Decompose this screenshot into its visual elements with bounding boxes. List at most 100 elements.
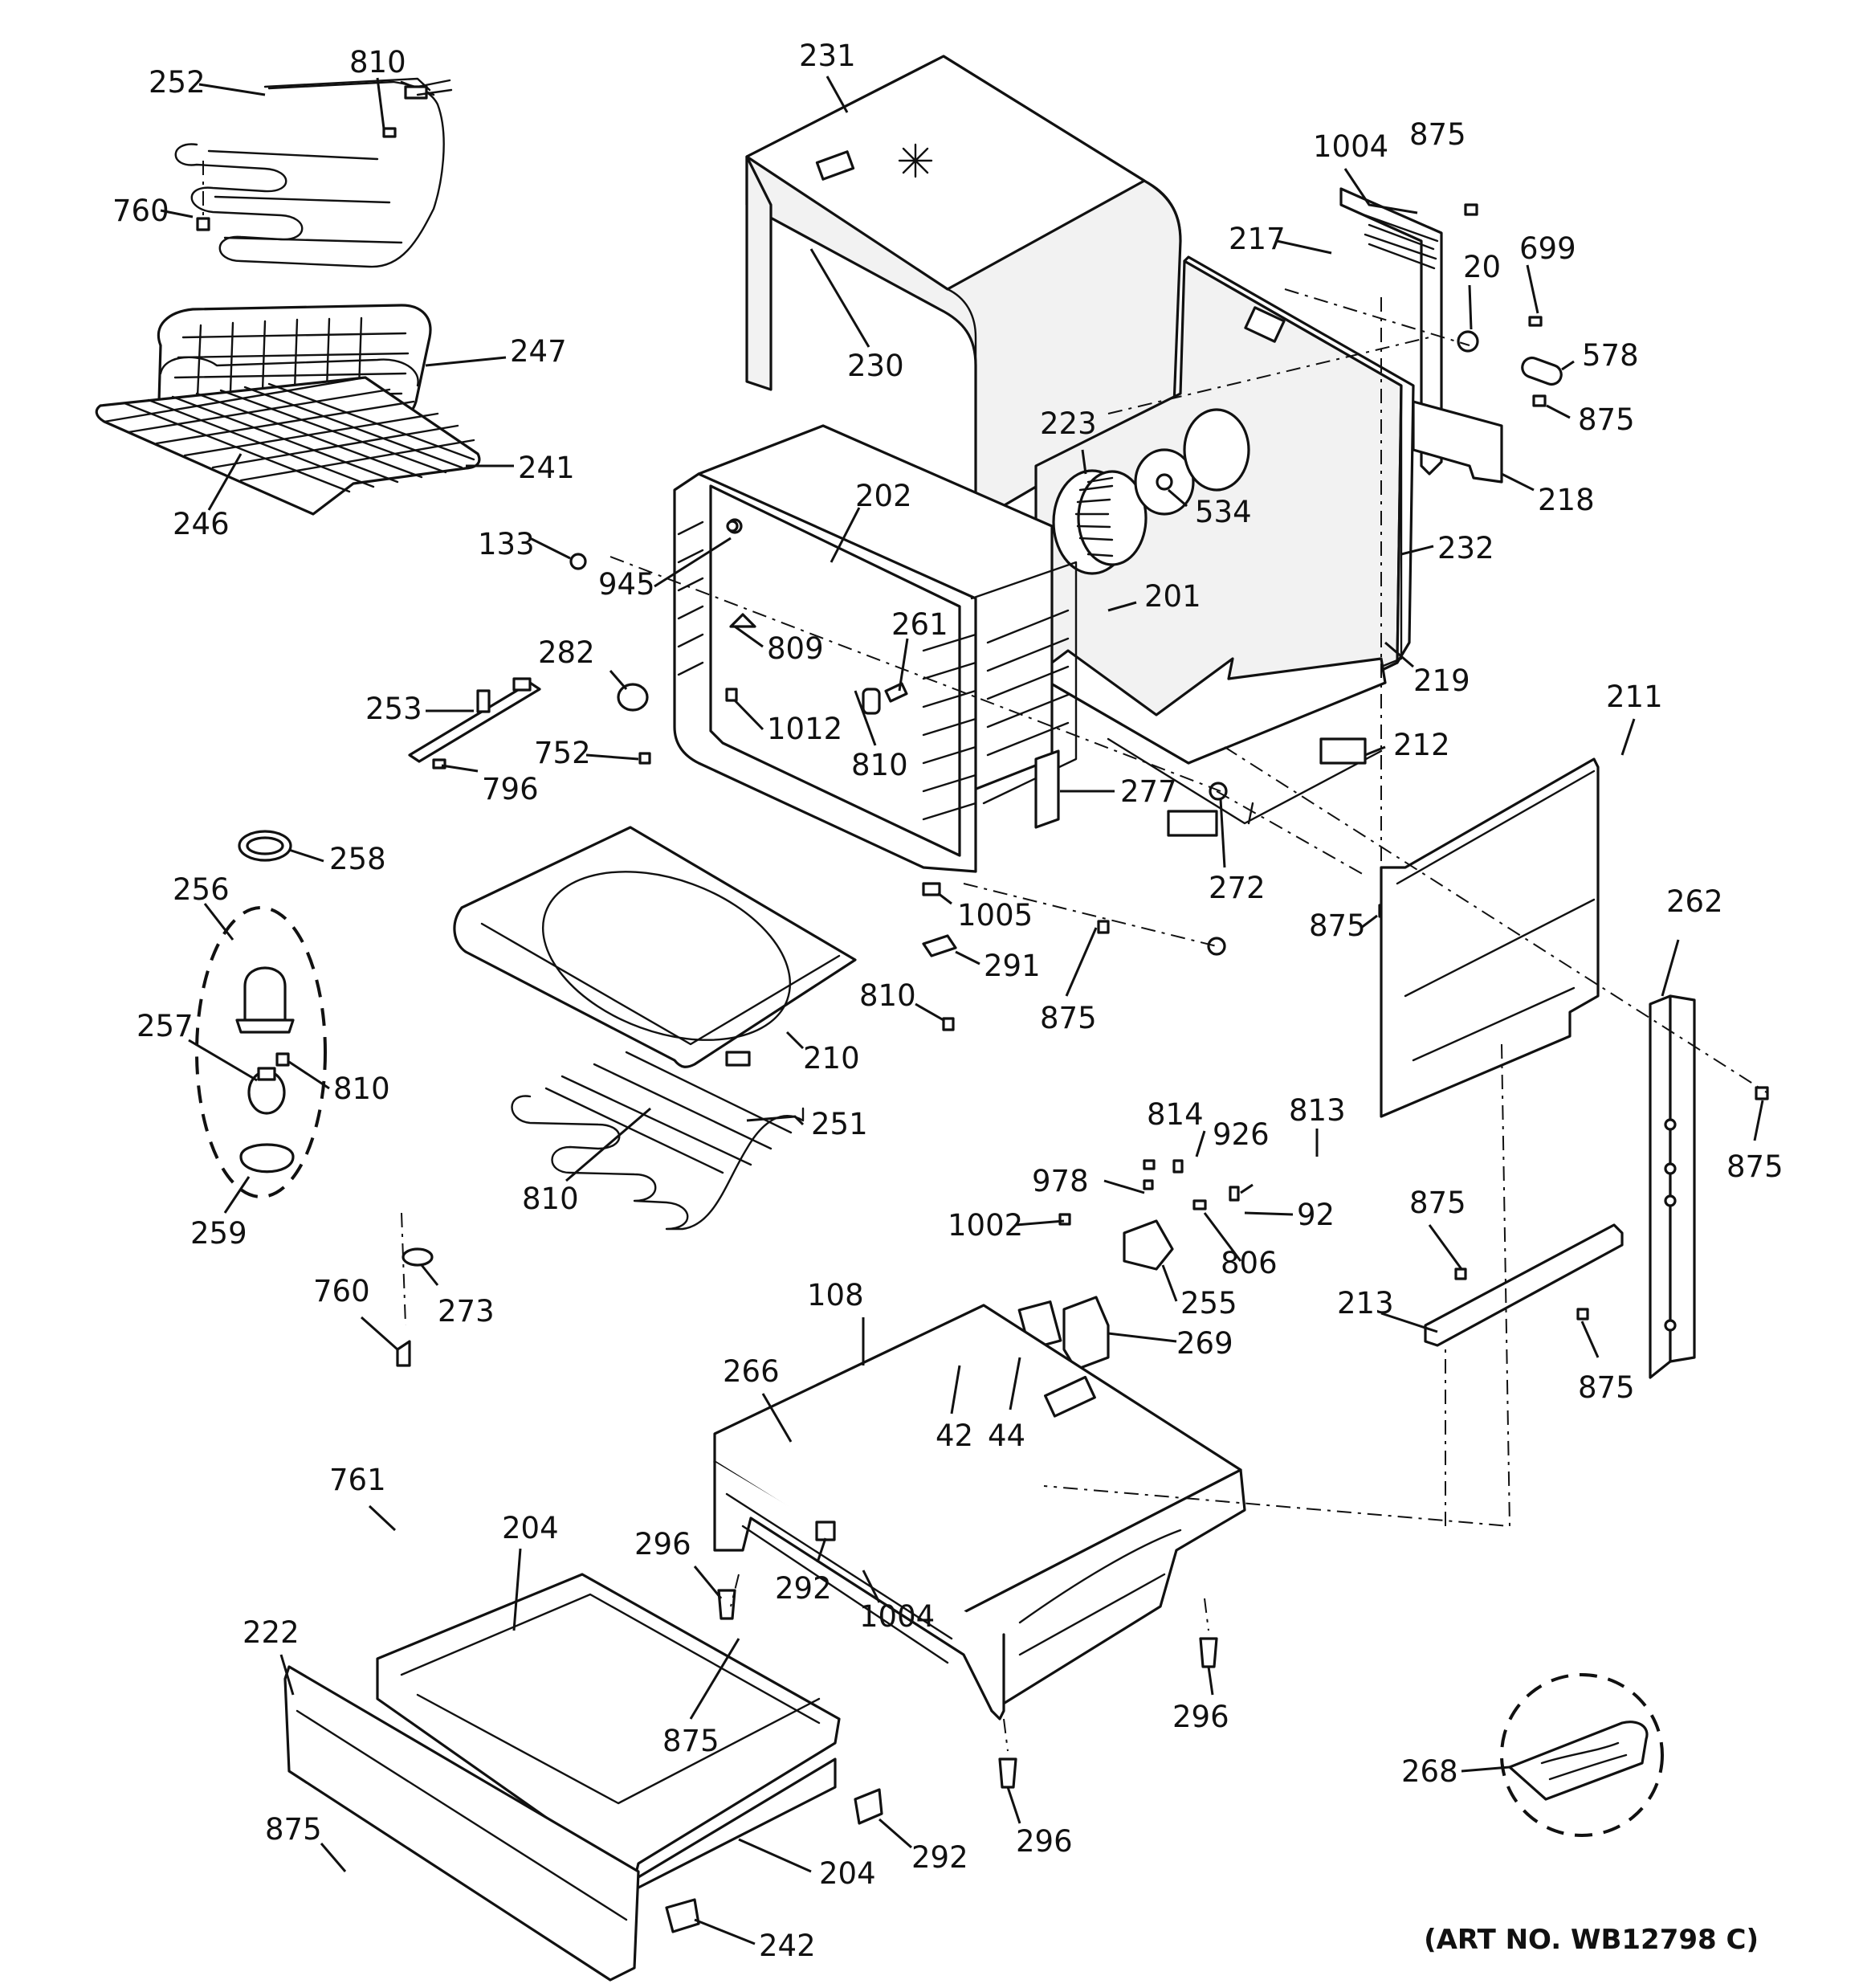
screw-810-top <box>382 127 397 138</box>
callout-268: 268 <box>1401 1754 1458 1789</box>
callout-534: 534 <box>1195 495 1252 529</box>
callout-213: 213 <box>1337 1286 1394 1321</box>
callout-1004: 1004 <box>1313 129 1388 164</box>
callout-202: 202 <box>855 479 912 513</box>
detail-268 <box>1500 1673 1664 1837</box>
callout-272: 272 <box>1209 871 1266 905</box>
callout-810: 810 <box>349 45 406 80</box>
callout-875: 875 <box>1409 117 1466 152</box>
callout-277: 277 <box>1120 774 1177 809</box>
callout-296: 296 <box>1172 1700 1229 1734</box>
storage-drawer-204 <box>376 1573 841 1889</box>
callout-232: 232 <box>1437 531 1494 565</box>
callout-1012: 1012 <box>767 712 842 746</box>
lower-back-panel-211 <box>1380 757 1600 1118</box>
callout-212: 212 <box>1393 728 1450 762</box>
callout-219: 219 <box>1413 663 1470 698</box>
callout-258: 258 <box>329 842 386 876</box>
callout-266: 266 <box>723 1354 780 1389</box>
callout-814: 814 <box>1147 1097 1204 1132</box>
callout-926: 926 <box>1213 1117 1270 1152</box>
callout-211: 211 <box>1606 680 1663 714</box>
callout-241: 241 <box>518 451 575 485</box>
brackets-277-291-1005 <box>922 749 1391 1031</box>
clip-273-screw-760 <box>396 1247 434 1367</box>
leader-lines <box>160 76 1764 1945</box>
callout-210: 210 <box>803 1041 860 1076</box>
callout-875: 875 <box>1578 402 1635 437</box>
callout-201: 201 <box>1144 579 1201 614</box>
callout-292: 292 <box>775 1571 832 1606</box>
callout-273: 273 <box>438 1294 495 1329</box>
callout-1002: 1002 <box>948 1208 1023 1243</box>
callout-256: 256 <box>173 872 230 907</box>
drawer-rollers-292-242 <box>665 1521 883 1933</box>
callout-875: 875 <box>1726 1149 1784 1184</box>
callout-291: 291 <box>984 949 1041 983</box>
callout-752: 752 <box>534 736 591 770</box>
callout-1005: 1005 <box>957 898 1033 933</box>
callout-255: 255 <box>1180 1286 1237 1321</box>
callout-810: 810 <box>851 748 908 782</box>
callout-257: 257 <box>137 1009 194 1043</box>
callout-133: 133 <box>478 527 535 561</box>
oven-top-cover-231 <box>745 55 1182 524</box>
art-number-label: (ART NO. WB12798 C) <box>1424 1924 1759 1956</box>
callout-875: 875 <box>1309 908 1366 943</box>
bake-element-251 <box>511 1051 805 1231</box>
callout-20: 20 <box>1463 250 1501 284</box>
callout-810: 810 <box>859 978 916 1013</box>
callout-217: 217 <box>1229 222 1286 256</box>
callout-578: 578 <box>1582 338 1639 373</box>
range-base-frame-266 <box>713 1304 1246 1721</box>
callout-875: 875 <box>662 1724 720 1758</box>
callout-269: 269 <box>1176 1326 1233 1361</box>
callout-92: 92 <box>1297 1198 1335 1232</box>
oven-bottom-panel-210 <box>453 826 857 1068</box>
callout-259: 259 <box>190 1216 247 1251</box>
callout-247: 247 <box>510 334 567 369</box>
broil-element-252 <box>174 77 453 268</box>
callout-945: 945 <box>598 567 655 602</box>
screw-760-top <box>196 161 210 231</box>
leveling-legs-296 <box>717 1589 1218 1789</box>
callout-253: 253 <box>365 692 422 726</box>
callout-875: 875 <box>1578 1370 1635 1405</box>
callout-251: 251 <box>811 1107 868 1141</box>
callout-262: 262 <box>1666 884 1723 919</box>
assembly-lines <box>401 288 1767 1752</box>
callout-246: 246 <box>173 507 230 541</box>
callout-204: 204 <box>502 1511 559 1545</box>
callout-875: 875 <box>1409 1186 1466 1220</box>
callout-231: 231 <box>799 39 856 73</box>
callout-204: 204 <box>819 1856 876 1891</box>
callout-252: 252 <box>149 65 206 100</box>
callout-761: 761 <box>329 1463 386 1497</box>
hardware-20-699-578 <box>1457 203 1563 407</box>
oven-rack-241 <box>95 356 481 516</box>
callout-labels: 252 810 760 231 230 1004 875 217 20 699 … <box>112 39 1784 1963</box>
bracket-213 <box>1424 1223 1624 1347</box>
callout-809: 809 <box>767 631 824 666</box>
callout-978: 978 <box>1032 1164 1089 1198</box>
callout-242: 242 <box>759 1929 816 1963</box>
callout-875: 875 <box>1040 1001 1097 1035</box>
callout-296: 296 <box>634 1527 691 1561</box>
oven-bottom-212 <box>1034 649 1387 837</box>
callout-230: 230 <box>847 349 904 383</box>
callout-796: 796 <box>482 772 539 806</box>
callout-108: 108 <box>807 1278 864 1312</box>
callout-806: 806 <box>1221 1246 1278 1280</box>
drawer-front-222 <box>283 1665 640 1982</box>
callout-296: 296 <box>1016 1824 1073 1859</box>
callout-813: 813 <box>1289 1093 1346 1128</box>
oven-cavity-201-202 <box>673 424 1078 873</box>
callout-42: 42 <box>936 1419 973 1453</box>
side-bracket-262 <box>1649 994 1769 1379</box>
callout-875: 875 <box>265 1812 322 1847</box>
callout-292: 292 <box>911 1840 968 1875</box>
callout-44: 44 <box>988 1419 1025 1453</box>
callout-810: 810 <box>522 1182 579 1216</box>
callout-261: 261 <box>891 607 948 642</box>
